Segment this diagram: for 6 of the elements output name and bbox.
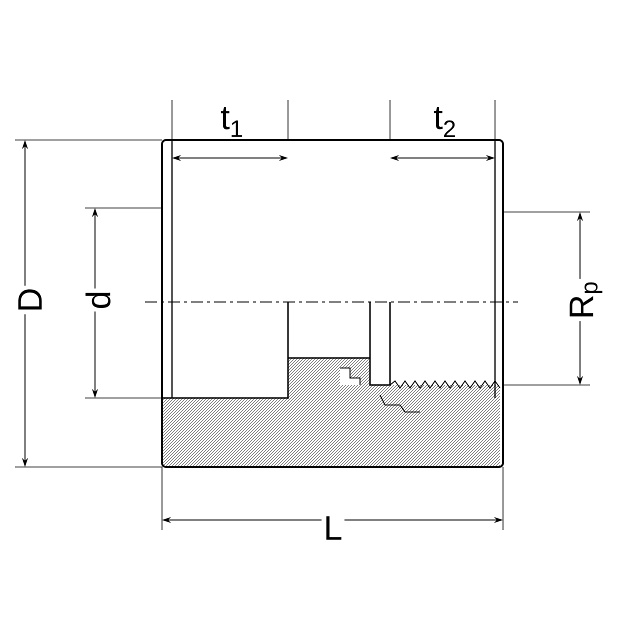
- dimension-label: R$_{p}$: [568, 278, 604, 322]
- dimension-label: t$_{1}$: [218, 105, 246, 139]
- dimension-label: L: [322, 514, 344, 542]
- dimension-label: D: [16, 286, 44, 314]
- dimension-label: t$_{2}$: [431, 104, 459, 139]
- dimension-label: d: [84, 288, 112, 312]
